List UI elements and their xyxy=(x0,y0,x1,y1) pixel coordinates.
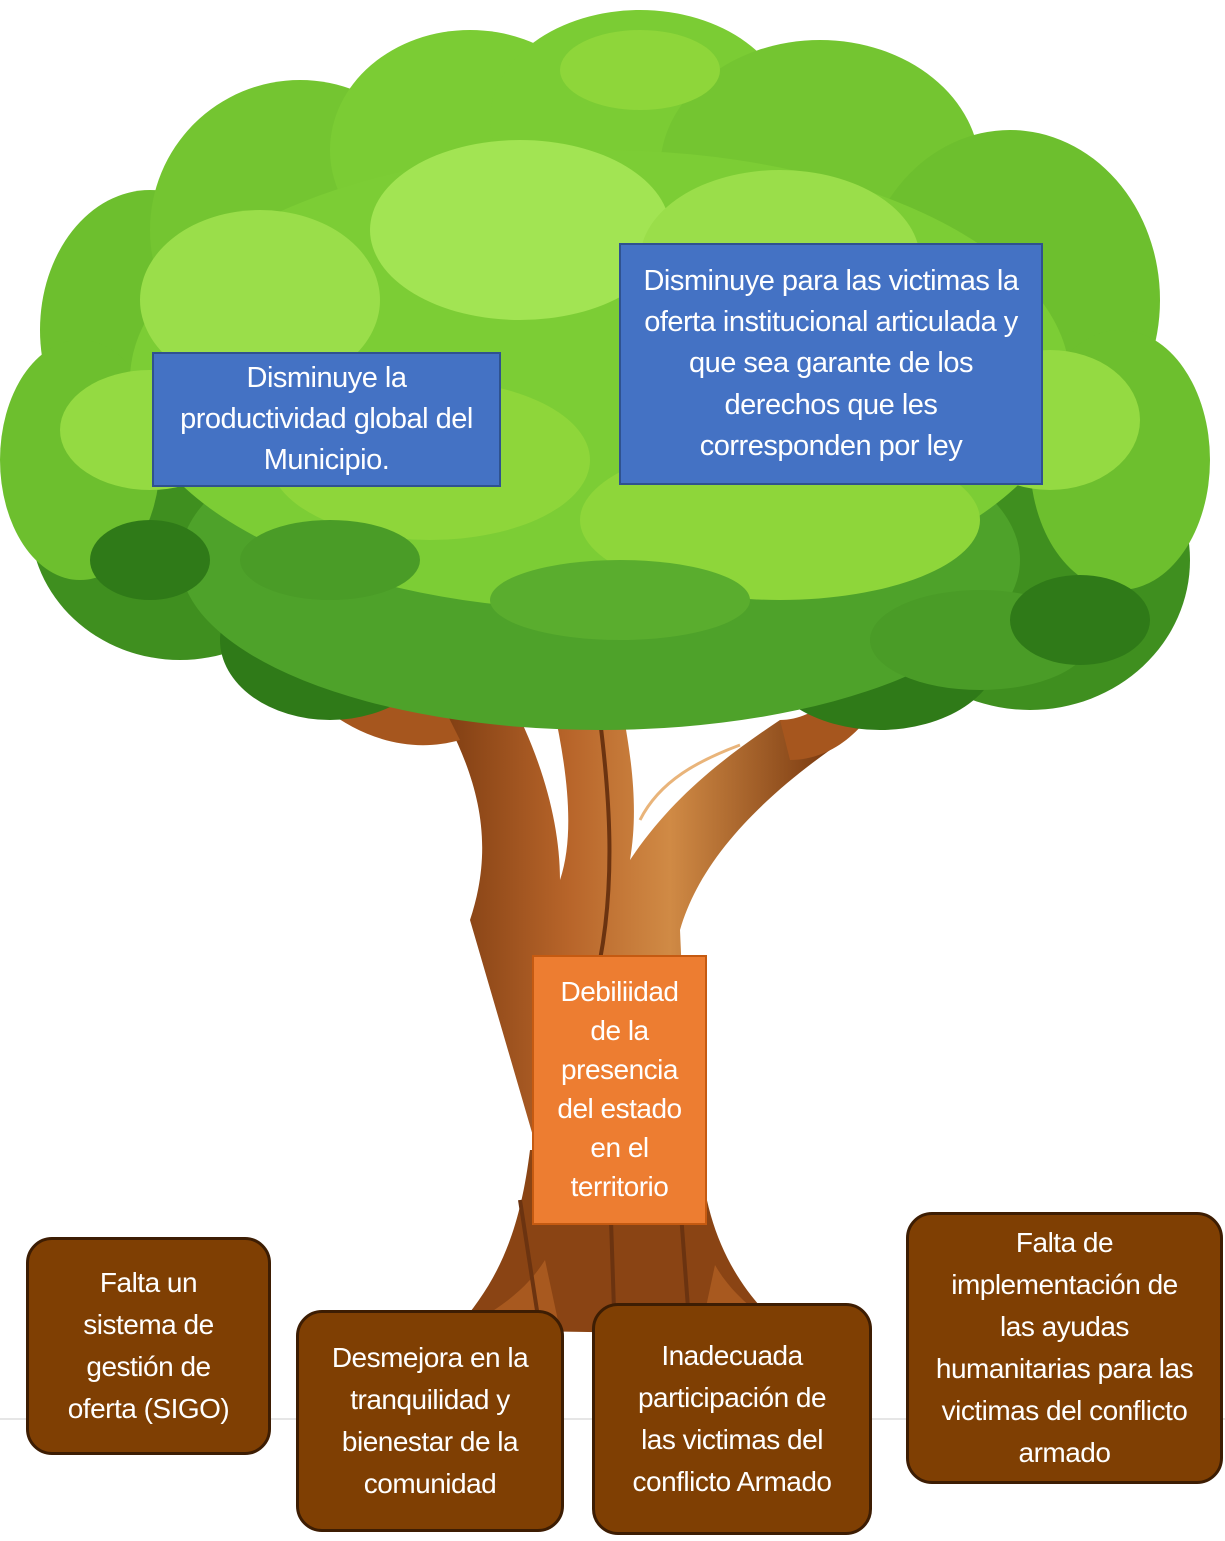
cause-box-ayudas-humanitarias: Falta de implementación de las ayudas hu… xyxy=(906,1212,1223,1484)
effect-box-oferta-institucional: Disminuye para las victimas la oferta in… xyxy=(619,243,1043,485)
cause-box-participacion: Inadecuada participación de las victimas… xyxy=(592,1303,872,1535)
cause-box-tranquilidad: Desmejora en la tranquilidad y bienestar… xyxy=(296,1310,564,1532)
central-problem-box: Debiliidad de la presencia del estado en… xyxy=(532,955,707,1225)
effect-box-productividad: Disminuye la productividad global del Mu… xyxy=(152,352,501,487)
cause-box-sigo: Falta un sistema de gestión de oferta (S… xyxy=(26,1237,271,1455)
